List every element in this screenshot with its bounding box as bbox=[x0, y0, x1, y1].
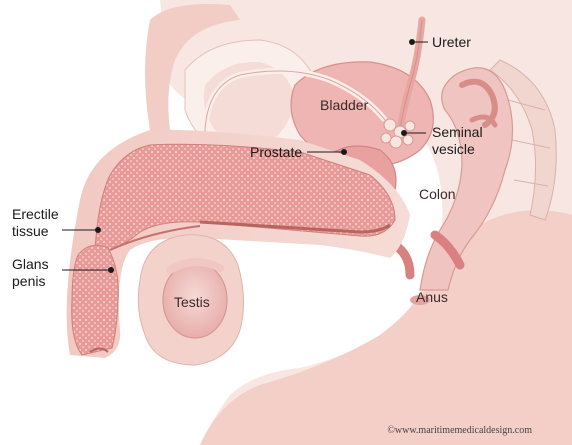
testis-label: Testis bbox=[174, 294, 210, 310]
erectile-tissue-label-line2: tissue bbox=[12, 223, 49, 239]
prostate-label: Prostate bbox=[250, 144, 302, 160]
copyright-credit: ©www.maritimemedicaldesign.com bbox=[387, 425, 532, 436]
seminal-vesicle-label-line2: vesicle bbox=[432, 141, 475, 157]
seminal-vesicle-label-line1: Seminal bbox=[432, 124, 483, 140]
colon-label: Colon bbox=[419, 186, 456, 202]
glans-penis-label-line2: penis bbox=[12, 273, 45, 289]
glans-penis bbox=[72, 245, 119, 355]
erectile-tissue-label-line1: Erectile bbox=[12, 206, 59, 222]
anus-label: Anus bbox=[416, 289, 448, 305]
ureter-label: Ureter bbox=[432, 34, 471, 50]
glans-penis-label-line1: Glans bbox=[12, 256, 49, 272]
bladder-label: Bladder bbox=[320, 97, 368, 113]
